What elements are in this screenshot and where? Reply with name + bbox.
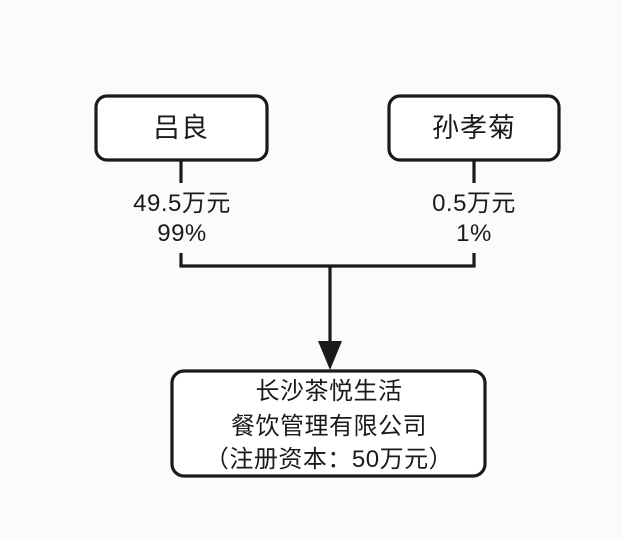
shareholder-node-1[interactable]: 吕良 <box>94 94 269 162</box>
shareholder-1-contribution-label: 49.5万元 <box>133 190 231 217</box>
company-name-line-2: 餐饮管理有限公司 <box>231 413 427 440</box>
company-name-line-1: 长沙茶悦生活 <box>256 378 403 405</box>
shareholder-1-name: 吕良 <box>153 113 209 143</box>
shareholder-2-percent-label: 1% <box>456 220 492 247</box>
shareholder-2-contribution-label: 0.5万元 <box>432 190 516 217</box>
company-node[interactable]: 长沙茶悦生活 餐饮管理有限公司 （注册资本：50万元） <box>170 369 487 478</box>
company-registered-capital: （注册资本：50万元） <box>205 446 453 473</box>
shareholder-2-name: 孙孝菊 <box>432 113 516 143</box>
shareholder-node-2[interactable]: 孙孝菊 <box>387 94 561 162</box>
arrow-head-icon <box>318 341 342 370</box>
company-box[interactable] <box>170 369 487 478</box>
shareholder-1-percent-label: 99% <box>157 220 207 247</box>
